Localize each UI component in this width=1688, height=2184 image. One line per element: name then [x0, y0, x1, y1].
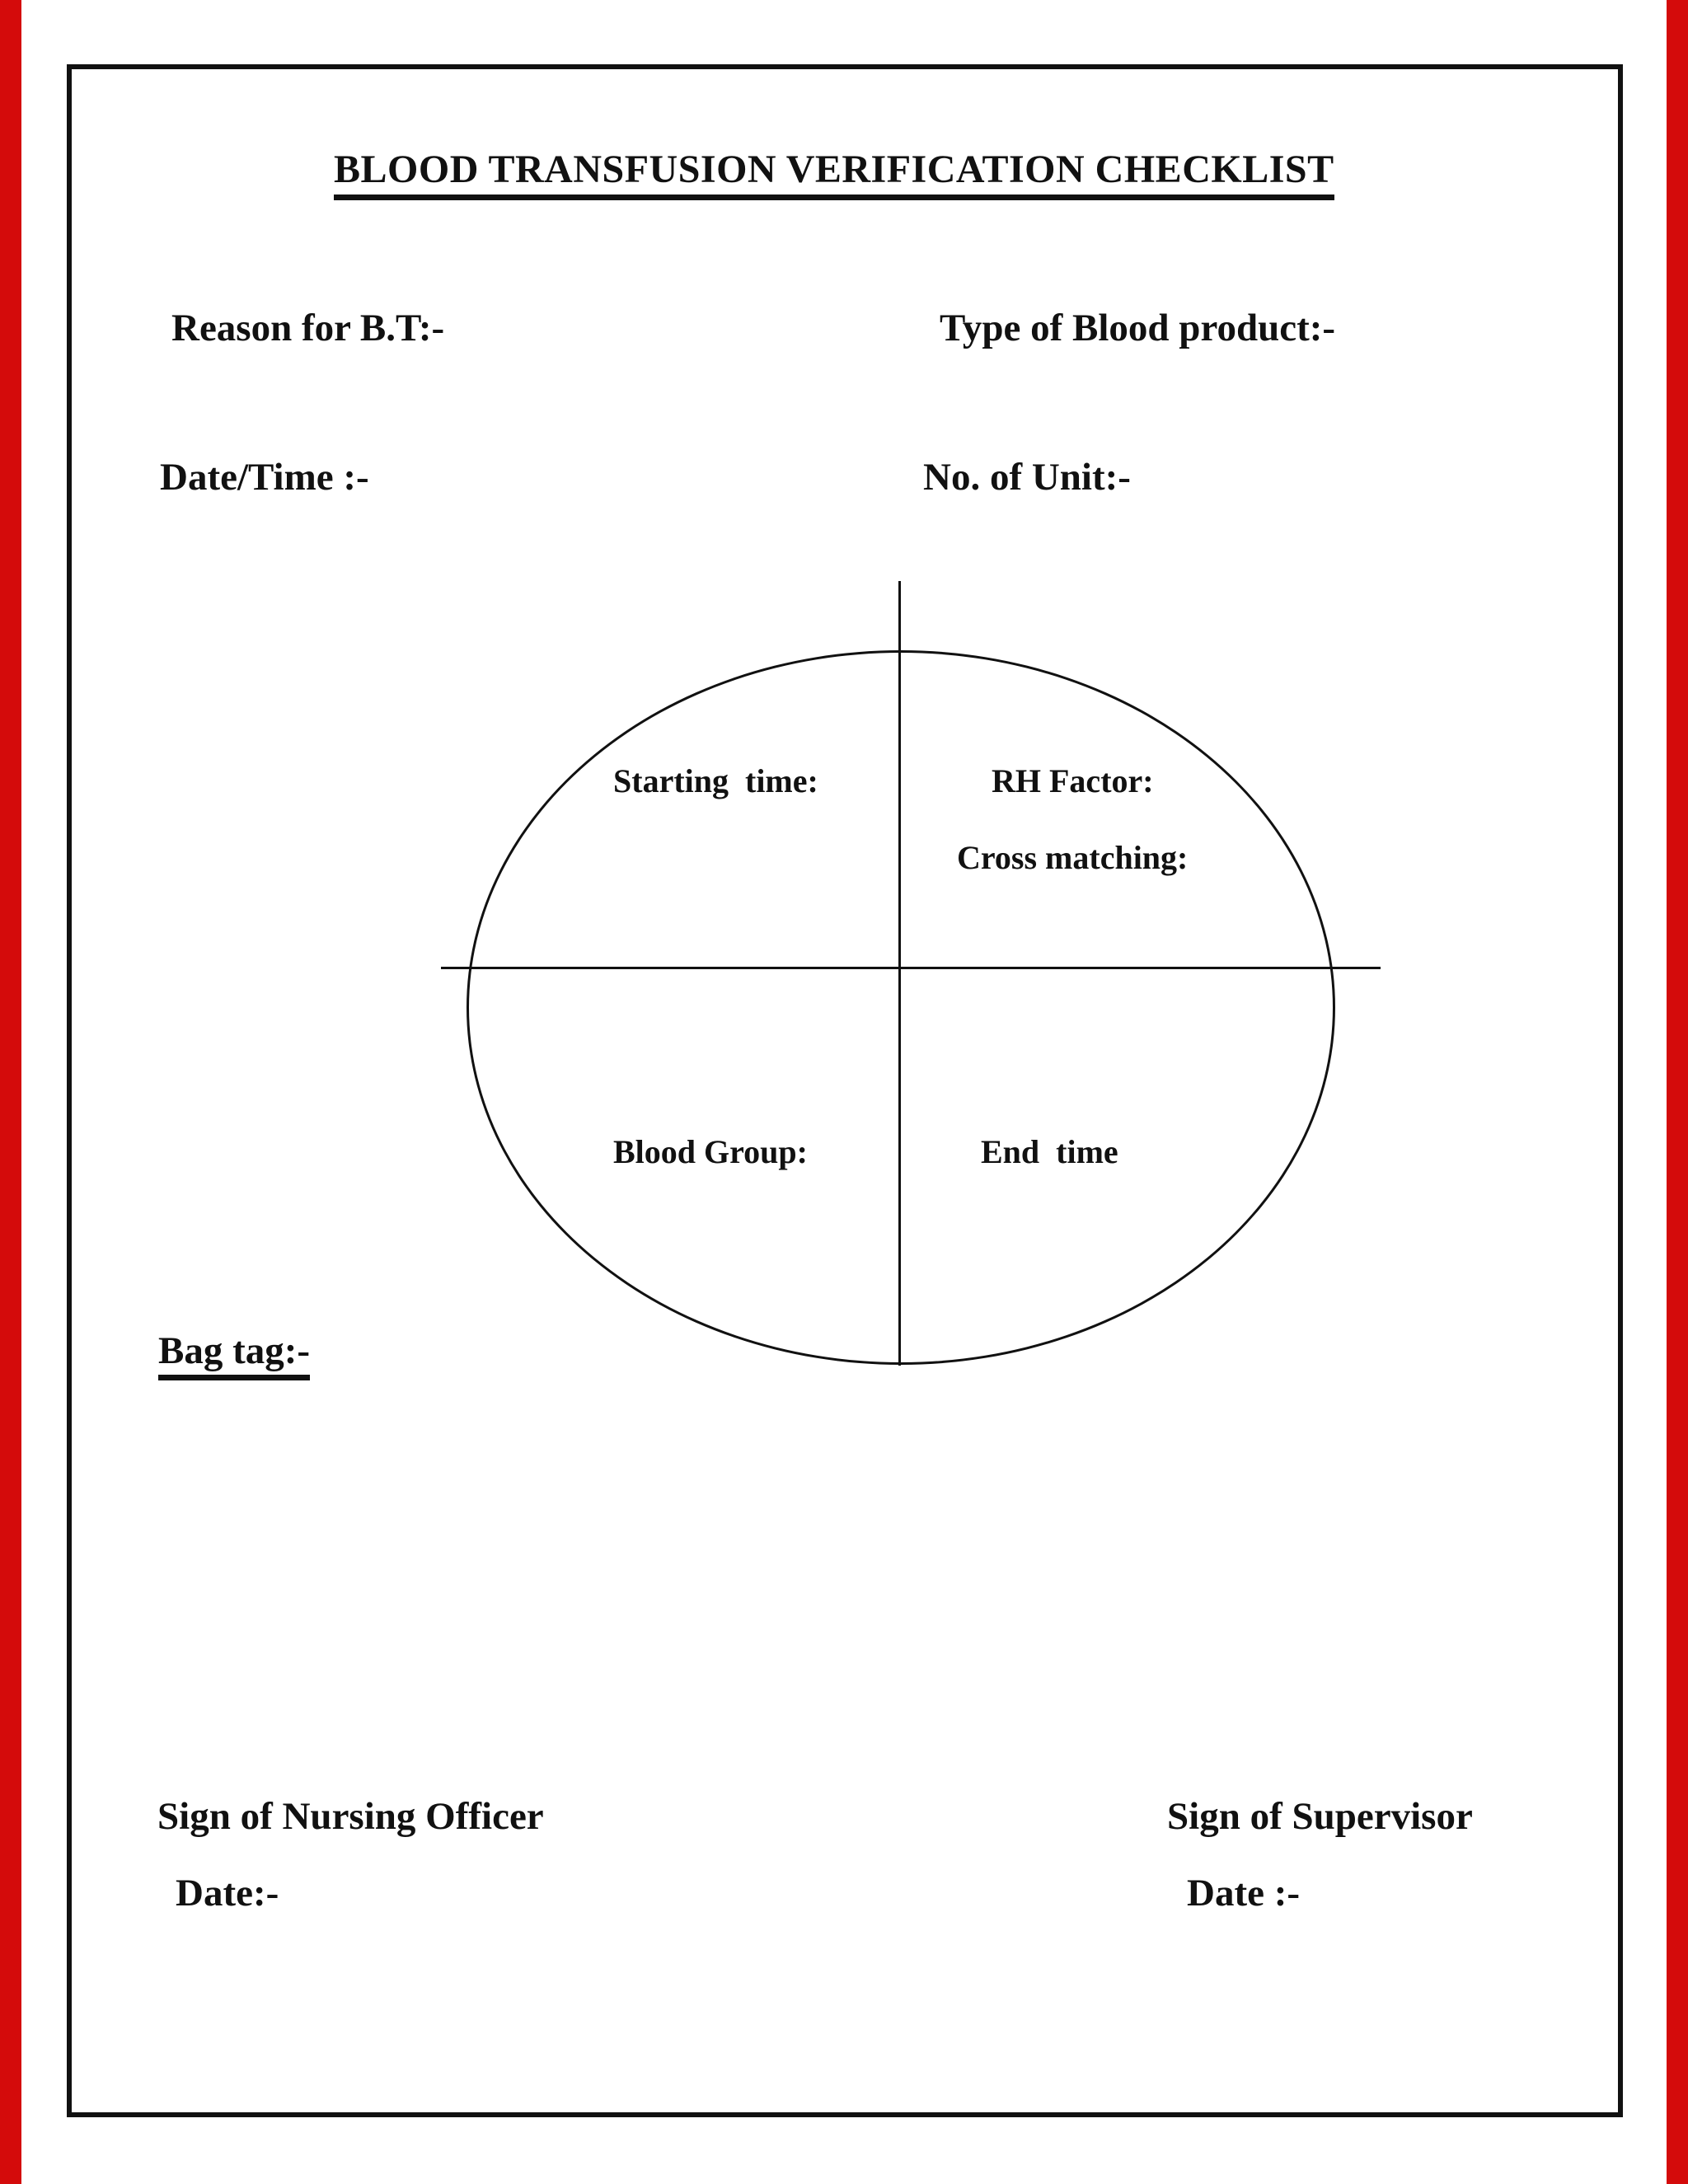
- wheel-circle: [467, 650, 1335, 1365]
- field-reason-label: Reason for B.T:-: [171, 307, 445, 349]
- nursing-officer-date-label: Date:-: [176, 1872, 279, 1915]
- field-unit-label: No. of Unit:-: [923, 456, 1131, 499]
- left-edge-stripe: [0, 0, 21, 2184]
- nursing-officer-sign-label: Sign of Nursing Officer: [157, 1795, 544, 1838]
- supervisor-sign-label: Sign of Supervisor: [1167, 1795, 1473, 1838]
- wheel-label-blood-group: Blood Group:: [613, 1133, 808, 1170]
- right-edge-stripe: [1667, 0, 1688, 2184]
- page-title: BLOOD TRANSFUSION VERIFICATION CHECKLIST: [334, 147, 1334, 201]
- wheel-label-cross-matching: Cross matching:: [957, 839, 1189, 876]
- field-blood-product-label: Type of Blood product:-: [940, 307, 1336, 349]
- supervisor-date-label: Date :-: [1187, 1872, 1301, 1915]
- field-datetime-label: Date/Time :-: [160, 456, 369, 499]
- wheel-label-end-time: End time: [981, 1133, 1118, 1170]
- wheel-label-rh-factor: RH Factor:: [992, 762, 1154, 799]
- wheel-label-starting-time: Starting time:: [613, 762, 818, 799]
- bag-tag-label: Bag tag:-: [158, 1329, 311, 1381]
